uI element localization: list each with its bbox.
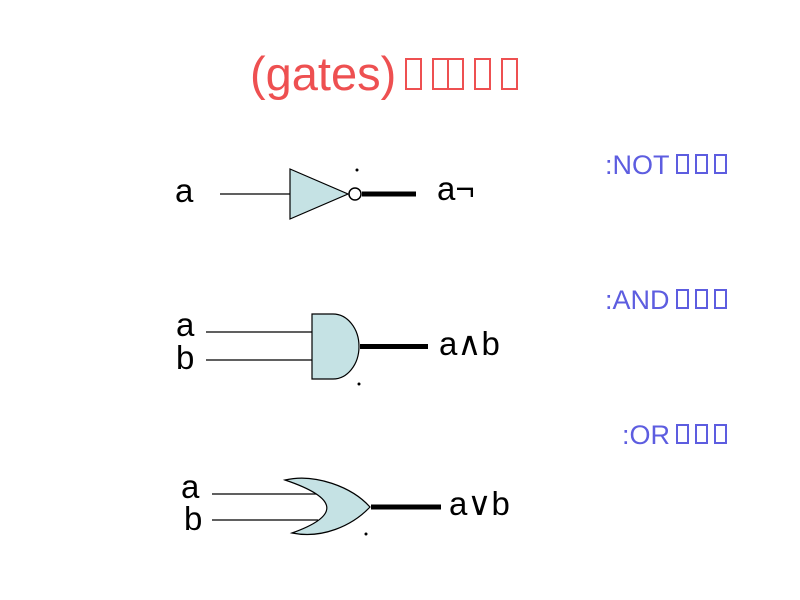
title-missing-glyph-group [432,50,465,97]
missing-glyph-box [405,58,423,90]
missing-glyph-box [695,424,709,444]
or-gate-diagram [212,477,441,536]
missing-glyph-box [675,154,689,174]
not-gate-diagram [220,168,416,220]
not-gate-triangle [289,168,350,220]
or-gate-shape [282,477,371,536]
not-annotation-missing-glyphs [670,150,727,180]
or-input-a-label: a [181,468,200,505]
inverter-bubble-icon [348,187,362,201]
missing-glyph-box [501,58,519,90]
slide-title: (gates) [250,47,519,100]
missing-glyph-box [694,289,708,309]
not-input-a-label: a [175,172,194,209]
and-annotation-missing-glyphs [670,285,727,315]
missing-glyph-box [675,289,689,309]
and-gate-diagram [206,313,428,386]
title-missing-glyph-group [501,50,519,97]
missing-glyph-box [474,58,492,90]
stray-dot [355,168,359,172]
title-missing-glyph-group [405,50,423,97]
missing-glyph-box [713,154,727,174]
or-annotation-missing-glyphs [670,420,728,450]
and-output-label: a∧b [439,325,500,362]
and-input-a-label: a [176,306,195,343]
missing-glyph-box [676,424,690,444]
not-annotation-text: :NOT [605,150,670,180]
or-output-label: a∨b [449,485,510,522]
and-annotation: :AND [605,287,727,314]
or-annotation: :OR [622,420,728,450]
or-input-b-label: b [184,500,203,537]
title-missing-glyph-group [474,50,492,97]
not-annotation: :NOT [605,152,727,179]
stray-dot [364,532,368,536]
missing-glyph-box [694,154,708,174]
slide-title-latin: (gates) [250,47,397,100]
or-annotation-text: :OR [622,420,671,450]
missing-glyph-box [447,58,465,90]
missing-glyph-box [713,289,727,309]
and-input-b-label: b [176,339,195,376]
and-annotation-text: :AND [605,285,670,315]
not-output-label: a¬ [437,170,475,207]
missing-glyph-box [714,424,728,444]
and-gate-shape [311,313,360,380]
stray-dot [357,382,361,386]
